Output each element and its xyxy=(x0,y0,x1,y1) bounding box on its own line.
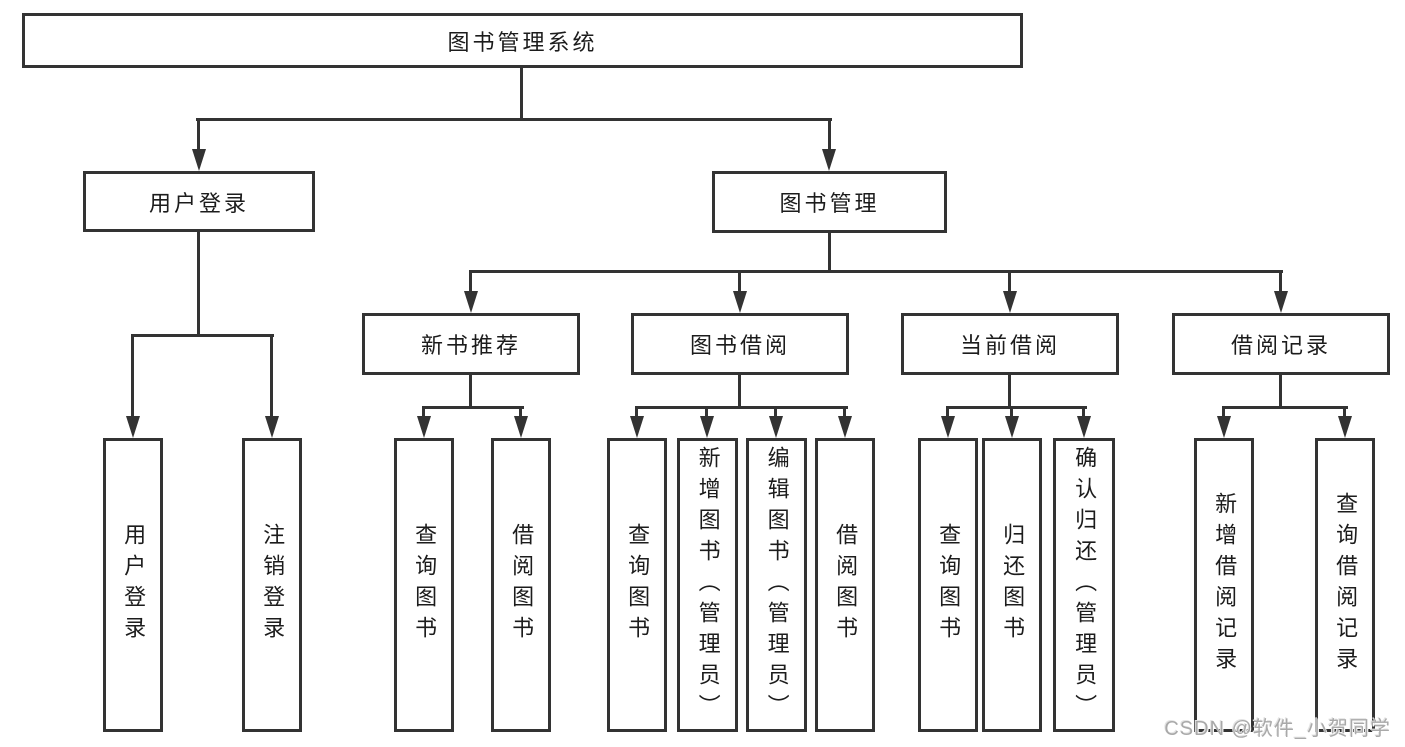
leaf-borrow-book: 借阅图书 xyxy=(815,438,875,732)
leaf-confirm-return-admin-label: 确认归还（管理员） xyxy=(1072,445,1098,725)
node-book-management: 图书管理 xyxy=(712,171,947,233)
connector-vline xyxy=(519,406,522,418)
arrow-down-icon xyxy=(733,291,747,313)
connector-vline xyxy=(774,406,777,418)
leaf-borrow-book-label: 借阅图书 xyxy=(509,523,535,647)
arrow-down-icon xyxy=(941,416,955,438)
node-borrowing-records: 借阅记录 xyxy=(1172,313,1390,375)
connector-vline xyxy=(738,270,741,294)
connector-vline xyxy=(469,270,472,294)
leaf-add-borrow-record-label: 新增借阅记录 xyxy=(1212,492,1238,678)
node-current-borrowing: 当前借阅 xyxy=(901,313,1119,375)
node-current-borrowing-label: 当前借阅 xyxy=(959,333,1060,358)
arrow-down-icon xyxy=(1005,416,1019,438)
connector-vline xyxy=(469,375,472,408)
leaf-search-borrow-record-label: 查询借阅记录 xyxy=(1333,492,1359,678)
leaf-search-book-label: 查询图书 xyxy=(936,523,962,647)
arrow-down-icon xyxy=(700,416,714,438)
leaf-borrow-book-label: 借阅图书 xyxy=(833,523,859,647)
connector-vline xyxy=(705,406,708,418)
arrow-down-icon xyxy=(464,291,478,313)
connector-hline xyxy=(635,406,848,409)
leaf-return-book-label: 归还图书 xyxy=(1000,523,1026,647)
leaf-user-login-label: 用户登录 xyxy=(121,523,147,647)
arrow-down-icon xyxy=(1217,416,1231,438)
connector-vline xyxy=(197,232,200,336)
arrow-down-icon xyxy=(265,416,279,438)
node-borrowing-records-label: 借阅记录 xyxy=(1230,333,1331,358)
arrow-down-icon xyxy=(822,149,836,171)
connector-vline xyxy=(1082,406,1085,418)
leaf-add-book-admin-label: 新增图书（管理员） xyxy=(695,445,721,725)
arrow-down-icon xyxy=(514,416,528,438)
connector-hline xyxy=(469,270,1283,273)
connector-vline xyxy=(946,406,949,418)
node-user-login-label: 用户登录 xyxy=(148,190,249,216)
arrow-down-icon xyxy=(1338,416,1352,438)
node-new-book-recommend: 新书推荐 xyxy=(362,313,580,375)
node-new-book-recommend-label: 新书推荐 xyxy=(420,333,521,358)
connector-vline xyxy=(1008,375,1011,408)
arrow-down-icon xyxy=(630,416,644,438)
arrow-down-icon xyxy=(1077,416,1091,438)
connector-vline xyxy=(197,118,200,151)
connector-vline xyxy=(828,118,831,151)
arrow-down-icon xyxy=(769,416,783,438)
arrow-down-icon xyxy=(417,416,431,438)
connector-vline xyxy=(1279,375,1282,408)
node-library-system: 图书管理系统 xyxy=(22,13,1023,68)
leaf-search-book-label: 查询图书 xyxy=(412,523,438,647)
connector-hline xyxy=(1222,406,1348,409)
arrow-down-icon xyxy=(126,416,140,438)
arrow-down-icon xyxy=(1003,291,1017,313)
connector-vline xyxy=(843,406,846,418)
connector-vline xyxy=(635,406,638,418)
csdn-watermark: CSDN @软件_小贺同学 xyxy=(1164,718,1391,740)
connector-hline xyxy=(946,406,1087,409)
leaf-add-book-admin: 新增图书（管理员） xyxy=(677,438,738,732)
connector-vline xyxy=(131,334,134,418)
leaf-logout: 注销登录 xyxy=(242,438,302,732)
connector-hline xyxy=(422,406,524,409)
leaf-return-book: 归还图书 xyxy=(982,438,1042,732)
leaf-edit-book-admin-label: 编辑图书（管理员） xyxy=(764,445,790,725)
connector-vline xyxy=(520,68,523,121)
connector-vline xyxy=(738,375,741,408)
arrow-down-icon xyxy=(192,149,206,171)
leaf-search-book: 查询图书 xyxy=(394,438,454,732)
leaf-borrow-book: 借阅图书 xyxy=(491,438,551,732)
node-library-system-label: 图书管理系统 xyxy=(447,29,598,55)
leaf-logout-label: 注销登录 xyxy=(260,523,286,647)
connector-vline xyxy=(1279,270,1282,294)
connector-hline xyxy=(196,118,832,121)
connector-vline xyxy=(1008,270,1011,294)
connector-vline xyxy=(1343,406,1346,418)
leaf-search-book: 查询图书 xyxy=(918,438,978,732)
connector-vline xyxy=(270,334,273,418)
leaf-add-borrow-record: 新增借阅记录 xyxy=(1194,438,1254,732)
connector-vline xyxy=(828,233,831,272)
arrow-down-icon xyxy=(838,416,852,438)
connector-vline xyxy=(1010,406,1013,418)
arrow-down-icon xyxy=(1274,291,1288,313)
connector-vline xyxy=(1222,406,1225,418)
node-book-management-label: 图书管理 xyxy=(779,191,880,216)
leaf-confirm-return-admin: 确认归还（管理员） xyxy=(1053,438,1115,732)
leaf-user-login: 用户登录 xyxy=(103,438,163,732)
connector-vline xyxy=(422,406,425,418)
node-book-borrowing: 图书借阅 xyxy=(631,313,849,375)
node-book-borrowing-label: 图书借阅 xyxy=(689,333,790,358)
leaf-search-book-label: 查询图书 xyxy=(625,523,651,647)
node-user-login: 用户登录 xyxy=(83,171,315,232)
leaf-search-borrow-record: 查询借阅记录 xyxy=(1315,438,1375,732)
leaf-edit-book-admin: 编辑图书（管理员） xyxy=(746,438,807,732)
connector-hline xyxy=(131,334,274,337)
leaf-search-book: 查询图书 xyxy=(607,438,667,732)
